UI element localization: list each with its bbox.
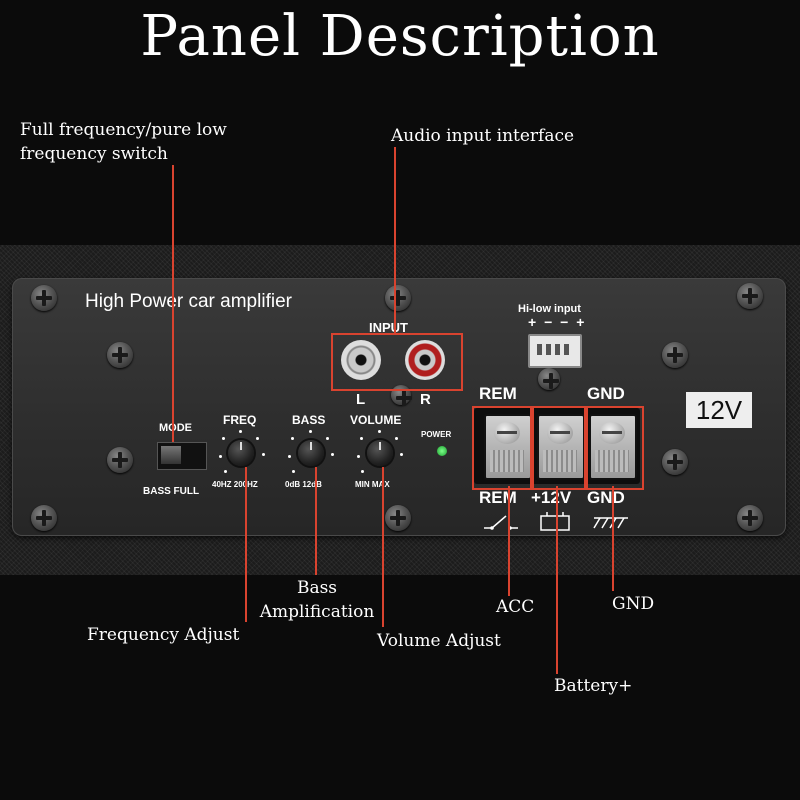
- screw-icon: [31, 505, 57, 531]
- terminal-bottom-12v: +12V: [531, 488, 572, 507]
- screw-icon: [107, 447, 133, 473]
- brand-text: High Power car amplifier: [85, 291, 292, 312]
- freq-label: FREQ: [223, 413, 257, 427]
- 12v-highlight-box: [530, 406, 588, 490]
- volume-leader-line: [382, 467, 384, 627]
- input-leader-line: [394, 147, 396, 335]
- volume-annotation: Volume Adjust: [377, 631, 501, 651]
- gnd-highlight-box: [584, 406, 644, 490]
- input-highlight-box: [331, 333, 463, 391]
- hilow-label: Hi-low input: [518, 303, 581, 315]
- terminal-bottom-rem: REM: [479, 488, 517, 507]
- gnd-terminal[interactable]: [589, 414, 637, 480]
- bass-knob[interactable]: [298, 440, 324, 466]
- terminal-top-gnd: GND: [587, 384, 625, 403]
- switch-symbol-icon: [484, 515, 518, 530]
- hilow-input-connector[interactable]: [528, 334, 582, 368]
- screw-icon: [385, 505, 411, 531]
- screw-icon: [662, 342, 688, 368]
- mode-switch-slider[interactable]: [161, 446, 181, 464]
- gnd-annotation: GND: [612, 594, 655, 614]
- battery-annotation: Battery+: [554, 676, 633, 696]
- bass-annotation-line1: Bass: [296, 578, 338, 598]
- ground-symbol-icon: [593, 517, 628, 529]
- rem-terminal[interactable]: [484, 414, 532, 480]
- input-r-label: R: [420, 391, 431, 408]
- volume-knob[interactable]: [367, 440, 393, 466]
- bass-range-label: 0dB 12dB: [285, 480, 322, 489]
- bass-leader-line: [315, 467, 317, 575]
- screw-icon: [107, 342, 133, 368]
- audio-input-annotation: Audio input interface: [391, 126, 575, 146]
- mode-options-label: BASS FULL: [143, 486, 200, 497]
- screw-icon: [737, 283, 763, 309]
- battery-leader-line: [556, 486, 558, 674]
- mode-switch-annotation-line1: Full frequency/pure low: [20, 120, 227, 140]
- hilow-polarity: + − − +: [528, 314, 587, 330]
- voltage-badge: 12V: [686, 392, 752, 428]
- screw-icon: [662, 449, 688, 475]
- freq-leader-line: [245, 467, 247, 622]
- page-title: Panel Description: [140, 4, 660, 69]
- acc-leader-line: [508, 486, 510, 596]
- screw-icon: [538, 368, 560, 390]
- volume-label: VOLUME: [350, 413, 402, 427]
- input-l-label: L: [356, 391, 366, 408]
- input-label: INPUT: [369, 320, 408, 335]
- freq-knob[interactable]: [228, 440, 254, 466]
- rca-right-jack[interactable]: [405, 340, 445, 380]
- mode-switch-annotation-line2: frequency switch: [20, 144, 168, 164]
- frequency-annotation: Frequency Adjust: [87, 625, 240, 645]
- bass-annotation: Bass Amplification: [257, 576, 377, 624]
- mode-switch[interactable]: [157, 442, 207, 470]
- power-12v-terminal[interactable]: [537, 414, 585, 480]
- rca-left-jack[interactable]: [341, 340, 381, 380]
- screw-icon: [31, 285, 57, 311]
- volume-range-label: MIN MAX: [355, 480, 390, 489]
- bass-annotation-line2: Amplification: [259, 602, 375, 622]
- rem-highlight-box: [472, 406, 534, 490]
- terminal-top-rem: REM: [479, 384, 517, 403]
- screw-icon: [737, 505, 763, 531]
- mode-leader-line: [172, 165, 174, 442]
- power-label: POWER: [421, 430, 452, 439]
- power-led: [437, 446, 447, 456]
- battery-symbol-icon: [540, 512, 570, 531]
- terminal-bottom-gnd: GND: [587, 488, 625, 507]
- bass-label: BASS: [292, 413, 326, 427]
- gnd-leader-line: [612, 486, 614, 591]
- screw-icon: [385, 285, 411, 311]
- acc-annotation: ACC: [496, 597, 535, 617]
- mode-label: MODE: [159, 422, 192, 434]
- freq-range-label: 40HZ 200HZ: [212, 480, 258, 489]
- amplifier-panel: [12, 278, 786, 536]
- mode-switch-annotation: Full frequency/pure low frequency switch: [20, 118, 227, 166]
